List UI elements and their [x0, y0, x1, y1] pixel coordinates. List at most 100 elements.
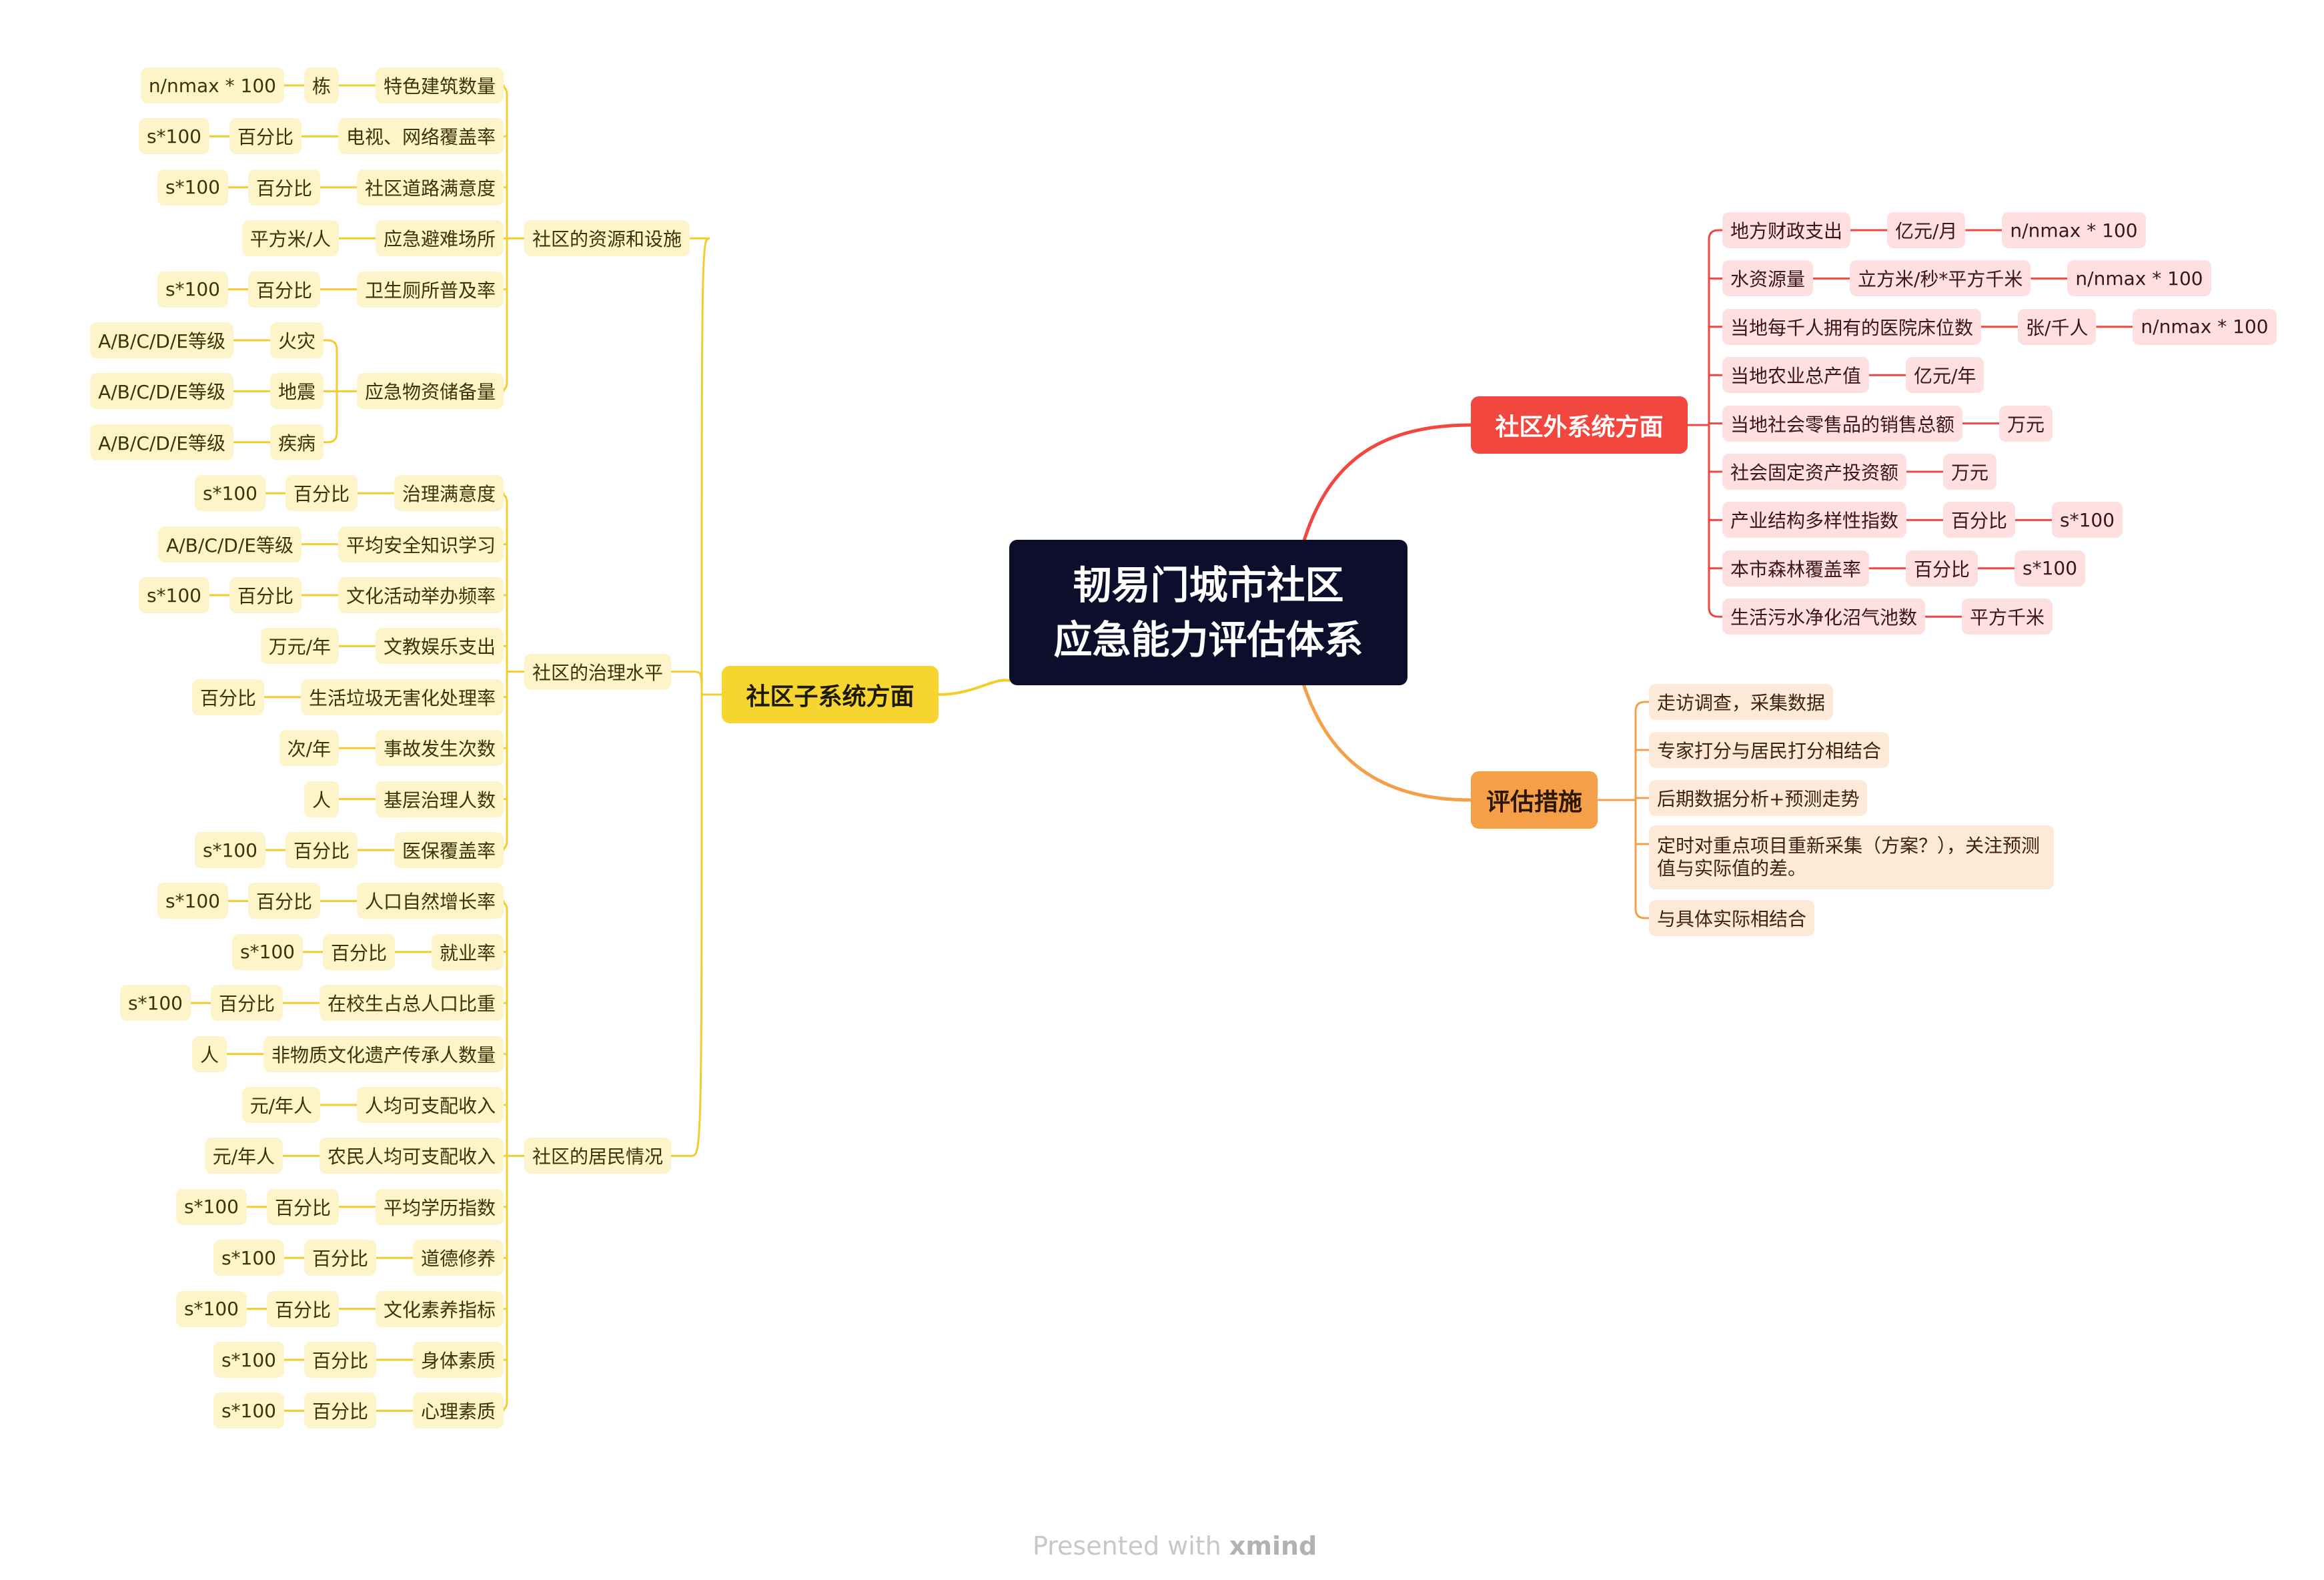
item-2-1[interactable]: 就业率 — [431, 933, 504, 970]
branch-community-subsystem[interactable]: 社区子系统方面 — [722, 666, 939, 723]
item-0-0[interactable]: 特色建筑数量 — [375, 67, 504, 103]
formula-0-0[interactable]: n/nmax * 100 — [140, 67, 284, 103]
unit-1-7[interactable]: 百分比 — [285, 832, 358, 868]
item-2-3[interactable]: 非物质文化遗产传承人数量 — [263, 1036, 504, 1072]
item-1-4[interactable]: 生活垃圾无害化处理率 — [300, 679, 504, 715]
eval-item-1[interactable]: 专家打分与居民打分相结合 — [1649, 732, 1889, 768]
ext-unit-4[interactable]: 万元 — [1999, 405, 2053, 442]
ext-item-1[interactable]: 水资源量 — [1722, 260, 1813, 297]
item-0-4[interactable]: 卫生厕所普及率 — [356, 271, 504, 308]
ext-unit-1[interactable]: 立方米/秒*平方千米 — [1850, 260, 2031, 297]
formula-2-6[interactable]: s*100 — [175, 1188, 247, 1225]
formula-2-9[interactable]: s*100 — [213, 1342, 284, 1378]
ext-item-7[interactable]: 本市森林覆盖率 — [1722, 550, 1869, 586]
unit-1-5[interactable]: 次/年 — [279, 730, 339, 767]
ext-item-8[interactable]: 生活污水净化沼气池数 — [1722, 599, 1925, 635]
item-0-5[interactable]: 应急物资储备量 — [356, 373, 504, 410]
formula-0-2[interactable]: s*100 — [157, 169, 228, 206]
item-1-7[interactable]: 医保覆盖率 — [394, 832, 504, 868]
ext-formula-6[interactable]: s*100 — [2052, 502, 2123, 538]
eval-item-4[interactable]: 与具体实际相结合 — [1649, 900, 1814, 936]
unit-1-4[interactable]: 百分比 — [191, 679, 264, 715]
ext-unit-3[interactable]: 亿元/年 — [1906, 357, 1984, 394]
ext-unit-8[interactable]: 平方千米 — [1962, 599, 2053, 635]
child-0-5-0[interactable]: 火灾 — [269, 322, 324, 358]
item-2-6[interactable]: 平均学历指数 — [375, 1188, 504, 1225]
item-1-6[interactable]: 基层治理人数 — [375, 781, 504, 817]
item-0-1[interactable]: 电视、网络覆盖率 — [338, 118, 504, 155]
formula-2-1[interactable]: s*100 — [231, 933, 303, 970]
unit-2-2[interactable]: 百分比 — [210, 985, 283, 1022]
unit-2-0[interactable]: 百分比 — [247, 883, 320, 919]
unit-0-4[interactable]: 百分比 — [247, 271, 320, 308]
unit-2-7[interactable]: 百分比 — [304, 1240, 376, 1276]
formula-2-10[interactable]: s*100 — [213, 1393, 284, 1429]
ext-item-4[interactable]: 当地社会零售品的销售总额 — [1722, 405, 1962, 442]
unit-2-4[interactable]: 元/年人 — [241, 1087, 320, 1123]
formula-1-0[interactable]: s*100 — [194, 475, 265, 512]
unit-1-6[interactable]: 人 — [304, 781, 339, 817]
eval-item-3[interactable]: 定时对重点项目重新采集（方案？），关注预测值与实际值的差。 — [1649, 825, 2054, 889]
unit-0-1[interactable]: 百分比 — [229, 118, 302, 155]
unit-1-1[interactable]: A/B/C/D/E等级 — [158, 526, 302, 562]
formula-2-7[interactable]: s*100 — [213, 1240, 284, 1276]
unit-2-10[interactable]: 百分比 — [304, 1393, 376, 1429]
item-2-0[interactable]: 人口自然增长率 — [356, 883, 504, 919]
item-2-2[interactable]: 在校生占总人口比重 — [319, 985, 504, 1022]
unit-2-5[interactable]: 元/年人 — [204, 1138, 283, 1174]
unit-1-2[interactable]: 百分比 — [229, 577, 302, 613]
item-0-3[interactable]: 应急避难场所 — [375, 220, 504, 257]
branch-external-system[interactable]: 社区外系统方面 — [1471, 396, 1688, 454]
item-2-7[interactable]: 道德修养 — [412, 1240, 504, 1276]
unit-2-8[interactable]: 百分比 — [266, 1290, 339, 1327]
ext-formula-1[interactable]: n/nmax * 100 — [2067, 260, 2211, 297]
ext-item-5[interactable]: 社会固定资产投资额 — [1722, 454, 1906, 490]
item-2-10[interactable]: 心理素质 — [412, 1393, 504, 1429]
unit-0-5-1[interactable]: A/B/C/D/E等级 — [90, 373, 233, 410]
unit-2-9[interactable]: 百分比 — [304, 1342, 376, 1378]
item-1-2[interactable]: 文化活动举办频率 — [338, 577, 504, 613]
ext-formula-7[interactable]: s*100 — [2014, 550, 2086, 586]
ext-item-6[interactable]: 产业结构多样性指数 — [1722, 502, 1906, 538]
formula-1-7[interactable]: s*100 — [194, 832, 265, 868]
eval-item-2[interactable]: 后期数据分析+预测走势 — [1649, 780, 1868, 816]
unit-0-2[interactable]: 百分比 — [247, 169, 320, 206]
ext-unit-0[interactable]: 亿元/月 — [1887, 212, 1966, 248]
ext-formula-2[interactable]: n/nmax * 100 — [2133, 308, 2277, 345]
ext-unit-6[interactable]: 百分比 — [1943, 502, 2015, 538]
unit-2-3[interactable]: 人 — [191, 1036, 227, 1072]
ext-formula-0[interactable]: n/nmax * 100 — [2002, 212, 2146, 248]
item-2-9[interactable]: 身体素质 — [412, 1342, 504, 1378]
unit-0-3[interactable]: 平方米/人 — [241, 220, 339, 257]
formula-0-4[interactable]: s*100 — [157, 271, 228, 308]
unit-0-0[interactable]: 栋 — [304, 67, 339, 103]
unit-0-5-2[interactable]: A/B/C/D/E等级 — [90, 424, 233, 460]
group-0[interactable]: 社区的资源和设施 — [524, 220, 690, 257]
root-topic[interactable]: 韧易门城市社区 应急能力评估体系 — [1009, 540, 1407, 685]
item-1-3[interactable]: 文教娱乐支出 — [375, 628, 504, 665]
item-1-0[interactable]: 治理满意度 — [394, 475, 504, 512]
formula-2-8[interactable]: s*100 — [175, 1290, 247, 1327]
unit-1-3[interactable]: 万元/年 — [260, 628, 339, 665]
formula-1-2[interactable]: s*100 — [138, 577, 209, 613]
child-0-5-1[interactable]: 地震 — [269, 373, 324, 410]
item-2-5[interactable]: 农民人均可支配收入 — [319, 1138, 504, 1174]
item-2-4[interactable]: 人均可支配收入 — [356, 1087, 504, 1123]
unit-2-6[interactable]: 百分比 — [266, 1188, 339, 1225]
group-1[interactable]: 社区的治理水平 — [524, 653, 671, 690]
ext-unit-7[interactable]: 百分比 — [1906, 550, 1978, 586]
eval-item-0[interactable]: 走访调查，采集数据 — [1649, 684, 1833, 720]
unit-0-5-0[interactable]: A/B/C/D/E等级 — [90, 322, 233, 358]
formula-2-2[interactable]: s*100 — [119, 985, 191, 1022]
ext-unit-2[interactable]: 张/千人 — [2018, 308, 2097, 345]
item-1-1[interactable]: 平均安全知识学习 — [338, 526, 504, 562]
ext-unit-5[interactable]: 万元 — [1943, 454, 1996, 490]
ext-item-3[interactable]: 当地农业总产值 — [1722, 357, 1869, 394]
group-2[interactable]: 社区的居民情况 — [524, 1138, 671, 1174]
unit-2-1[interactable]: 百分比 — [322, 933, 395, 970]
ext-item-2[interactable]: 当地每千人拥有的医院床位数 — [1722, 308, 1981, 345]
item-0-2[interactable]: 社区道路满意度 — [356, 169, 504, 206]
unit-1-0[interactable]: 百分比 — [285, 475, 358, 512]
item-1-5[interactable]: 事故发生次数 — [375, 730, 504, 767]
formula-0-1[interactable]: s*100 — [138, 118, 209, 155]
